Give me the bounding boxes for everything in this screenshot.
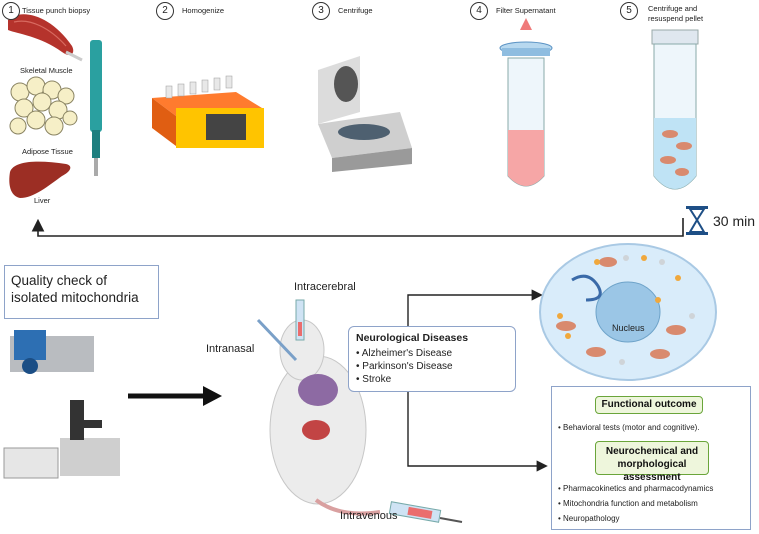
pellet-tube-illustration: [651, 29, 699, 190]
tissue-label-adipose: Adipose Tissue: [22, 147, 73, 156]
intravenous-syringe: [388, 501, 463, 523]
step-5-label-line2: resuspend pellet: [648, 14, 704, 23]
outcomes-box: Functional outcome • Behavioral tests (m…: [551, 386, 751, 530]
quality-check-line1: Quality check of: [11, 273, 108, 288]
assessment-item: • Mitochondria function and metabolism: [558, 499, 698, 508]
centrifuge-illustration: [318, 56, 412, 172]
tissue-label-liver: Liver: [34, 196, 51, 205]
route-intracerebral: Intracerebral: [294, 281, 356, 293]
assessment-item: • Neuropathology: [558, 514, 620, 523]
qc-instrument-illustration: [10, 330, 94, 374]
quality-check-line2: isolated mitochondria: [11, 290, 139, 305]
route-intravenous: Intravenous: [340, 510, 398, 522]
neurological-diseases-title: Neurological Diseases: [356, 332, 469, 344]
route-intranasal: Intranasal: [206, 343, 255, 355]
assessment-item: • Pharmacokinetics and pharmacodynamics: [558, 484, 714, 493]
step-4-number: 4: [470, 2, 488, 20]
return-arrow: [31, 218, 684, 237]
homogenizer-illustration: [152, 75, 264, 148]
step-5-number: 5: [620, 2, 638, 20]
neurological-diseases-box: Neurological Diseases • Alzheimer's Dise…: [348, 326, 516, 392]
quality-check-box: Quality check of isolated mitochondria: [4, 265, 159, 319]
nucleus-label: Nucleus: [612, 323, 645, 333]
step-3-label: Centrifuge: [338, 6, 373, 15]
step-1-number: 1: [2, 2, 20, 20]
timer-label: 30 min: [713, 213, 756, 229]
disease-item: • Stroke: [356, 374, 392, 385]
intranasal-pipette: [256, 318, 298, 362]
disease-item: • Parkinson's Disease: [356, 361, 453, 372]
intracerebral-syringe: [295, 299, 305, 341]
microscope-illustration: [3, 400, 120, 479]
step-5-label-line1: Centrifuge and: [648, 4, 698, 13]
hourglass-icon: [686, 206, 708, 235]
branch-arrow-up: [407, 289, 543, 326]
biopsy-punch-illustration: [90, 40, 102, 176]
adipose-illustration: [9, 76, 78, 136]
step-2-label: Homogenize: [182, 6, 225, 15]
branch-arrow-down: [407, 392, 548, 472]
filter-tube-illustration: [499, 18, 553, 187]
step-3-number: 3: [312, 2, 330, 20]
neurochemical-assessment-header: Neurochemical and morphological assessme…: [595, 441, 709, 483]
liver-illustration: [9, 161, 71, 198]
skeletal-muscle-illustration: [8, 14, 83, 62]
disease-item: • Alzheimer's Disease: [356, 348, 453, 359]
step-1-label: Tissue punch biopsy: [22, 6, 91, 15]
step-2-number: 2: [156, 2, 174, 20]
tissue-label-skeletal-muscle: Skeletal Muscle: [20, 66, 73, 75]
step-4-label: Filter Supernatant: [496, 6, 556, 15]
functional-outcome-item: • Behavioral tests (motor and cognitive)…: [558, 423, 700, 432]
functional-outcome-header: Functional outcome: [595, 396, 703, 414]
cell-illustration: [539, 243, 717, 381]
mouse-illustration: [269, 319, 381, 516]
